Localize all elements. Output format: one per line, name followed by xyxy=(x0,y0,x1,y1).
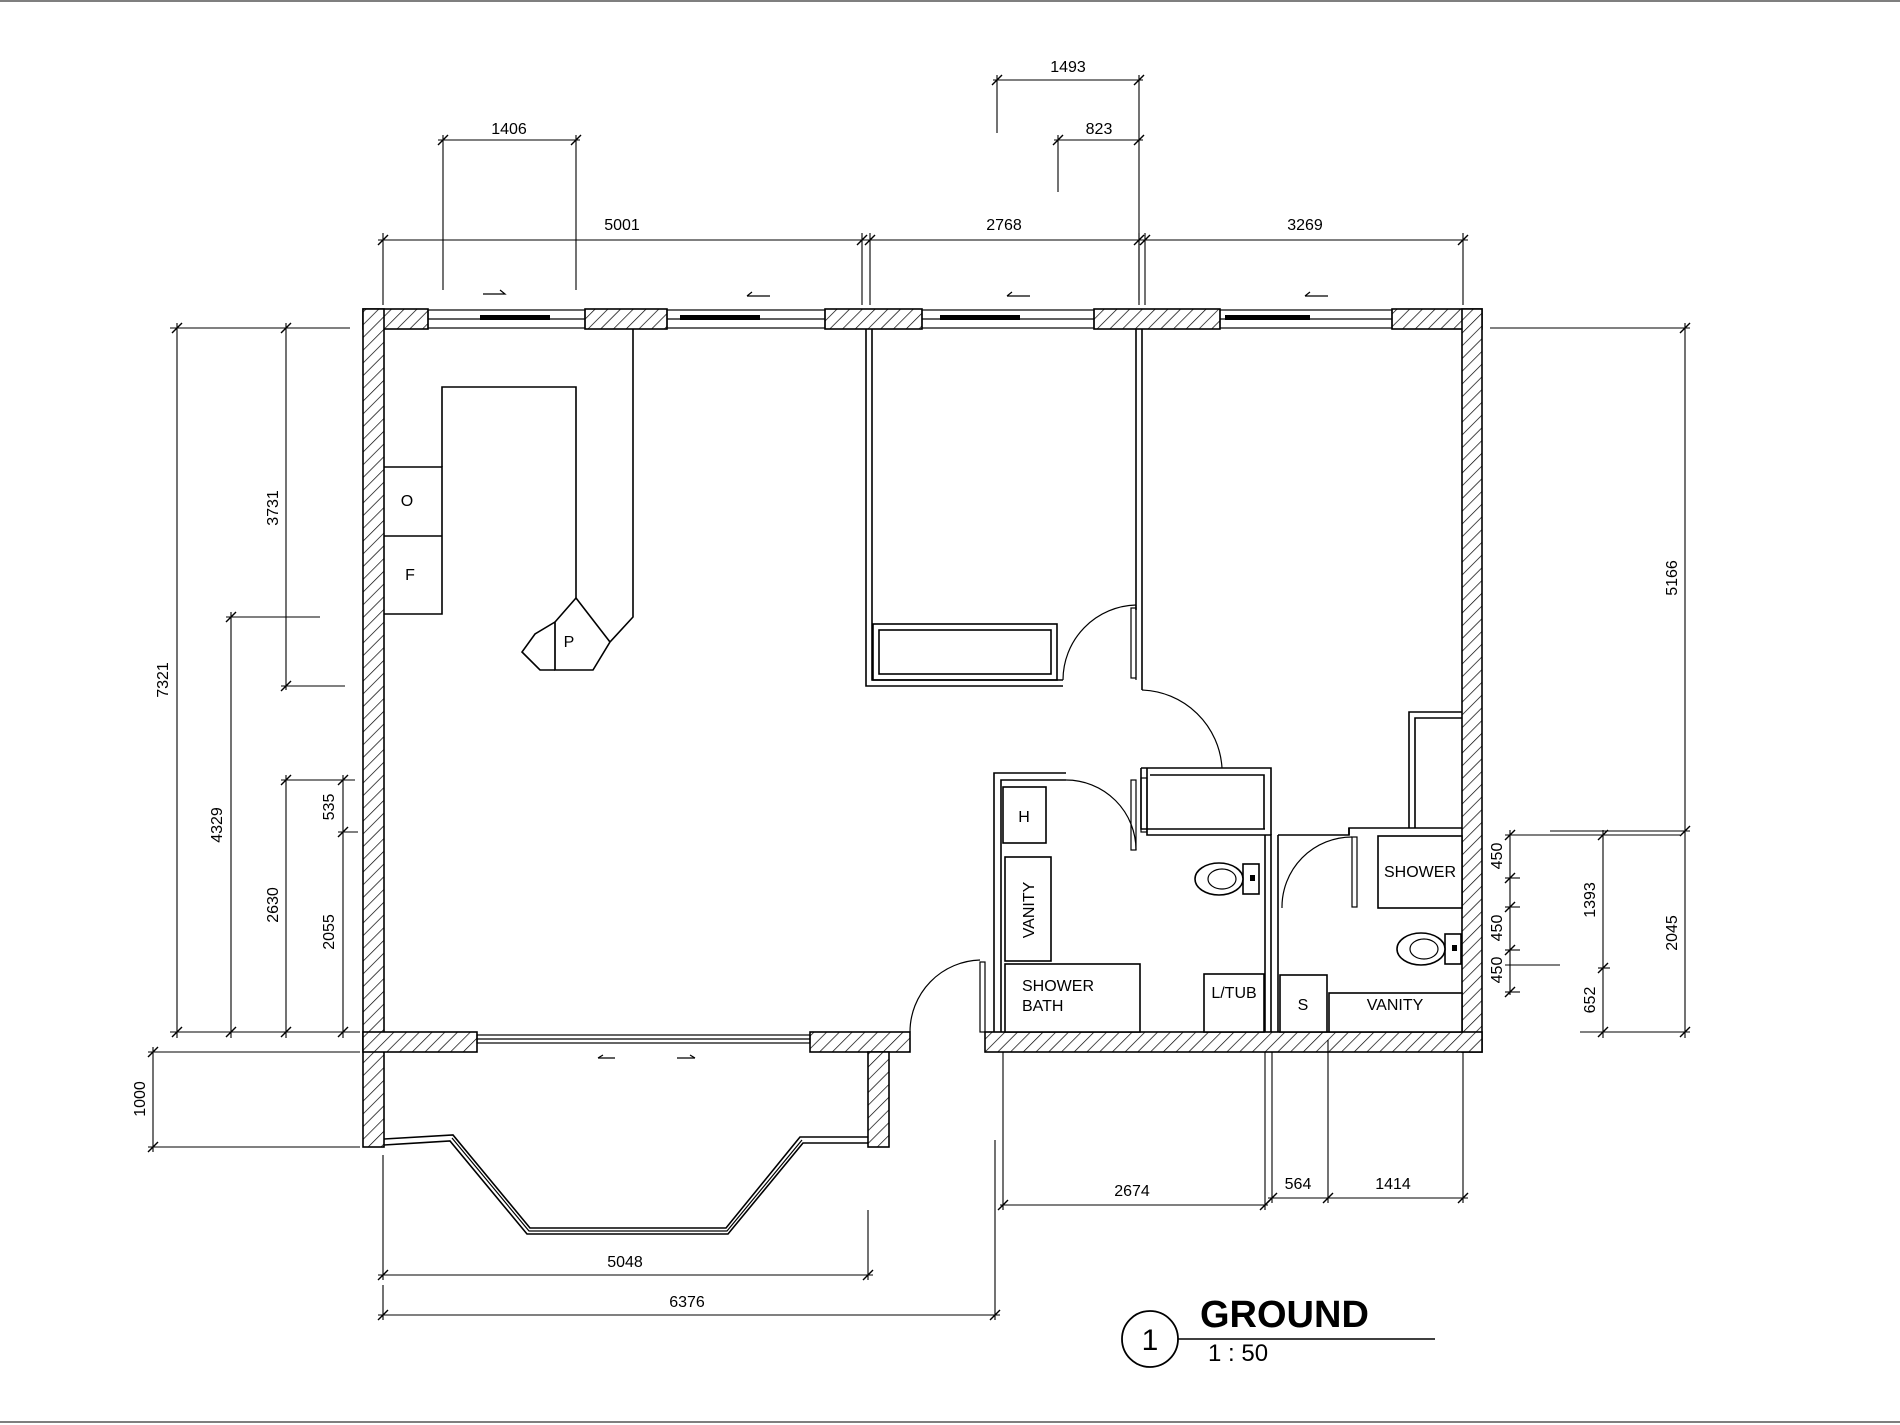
dim-450-b: 450 xyxy=(1489,915,1506,942)
dim-652: 652 xyxy=(1582,987,1599,1014)
dim-564: 564 xyxy=(1285,1176,1312,1193)
label-shower: SHOWER xyxy=(1384,864,1456,881)
dim-2045: 2045 xyxy=(1664,915,1681,951)
label-hot-water: H xyxy=(1018,809,1030,826)
bay-window xyxy=(383,1134,868,1235)
dim-2055: 2055 xyxy=(321,914,338,950)
dim-1493: 1493 xyxy=(1050,59,1086,76)
title-name: GROUND xyxy=(1200,1294,1369,1336)
dim-5001: 5001 xyxy=(604,217,640,234)
dim-2674: 2674 xyxy=(1114,1183,1150,1200)
label-oven: O xyxy=(401,493,413,510)
label-pantry: P xyxy=(564,634,575,651)
dim-1414: 1414 xyxy=(1375,1176,1411,1193)
dim-3731: 3731 xyxy=(265,490,282,526)
label-shower-bath-2: BATH xyxy=(1022,998,1063,1015)
exterior-walls xyxy=(362,308,1483,1148)
dim-1406: 1406 xyxy=(491,121,527,138)
bathroom-fixtures xyxy=(1002,786,1463,1033)
title-block: 1 GROUND 1 : 50 xyxy=(1121,1294,1435,1368)
dim-823: 823 xyxy=(1086,121,1113,138)
interior-walls xyxy=(865,329,1462,1032)
dim-1000: 1000 xyxy=(132,1081,149,1117)
label-fridge: F xyxy=(405,567,415,584)
dim-1393: 1393 xyxy=(1582,882,1599,918)
kitchen xyxy=(384,329,634,671)
dim-2768: 2768 xyxy=(986,217,1022,234)
label-sink: S xyxy=(1298,997,1309,1014)
toilet-ensuite xyxy=(1396,932,1462,966)
label-shower-bath-1: SHOWER xyxy=(1022,978,1094,995)
label-vanity-ensuite: VANITY xyxy=(1367,997,1424,1014)
dim-4329: 4329 xyxy=(209,807,226,843)
doors xyxy=(909,604,1358,1033)
dim-3269: 3269 xyxy=(1287,217,1323,234)
title-number: 1 xyxy=(1142,1324,1159,1357)
toilet-main xyxy=(1194,862,1260,896)
dim-7321: 7321 xyxy=(155,662,172,698)
dimension-labels: 1406 1493 823 5001 2768 3269 7321 3731 4… xyxy=(132,59,1681,1311)
dim-2630: 2630 xyxy=(265,887,282,923)
dim-5048: 5048 xyxy=(607,1254,643,1271)
dimension-lines xyxy=(147,74,1691,1321)
dim-450-a: 450 xyxy=(1489,843,1506,870)
dim-450-c: 450 xyxy=(1489,957,1506,984)
top-windows xyxy=(427,289,1393,329)
dim-6376: 6376 xyxy=(669,1294,705,1311)
label-laundry-tub: L/TUB xyxy=(1211,985,1256,1002)
fixture-labels: O F P H VANITY SHOWER BATH L/TUB S SHOWE… xyxy=(401,493,1456,1015)
sliding-door xyxy=(476,1034,811,1059)
dim-5166: 5166 xyxy=(1664,560,1681,596)
label-vanity-main: VANITY xyxy=(1021,881,1038,938)
dim-535: 535 xyxy=(321,794,338,821)
title-scale: 1 : 50 xyxy=(1208,1340,1268,1367)
